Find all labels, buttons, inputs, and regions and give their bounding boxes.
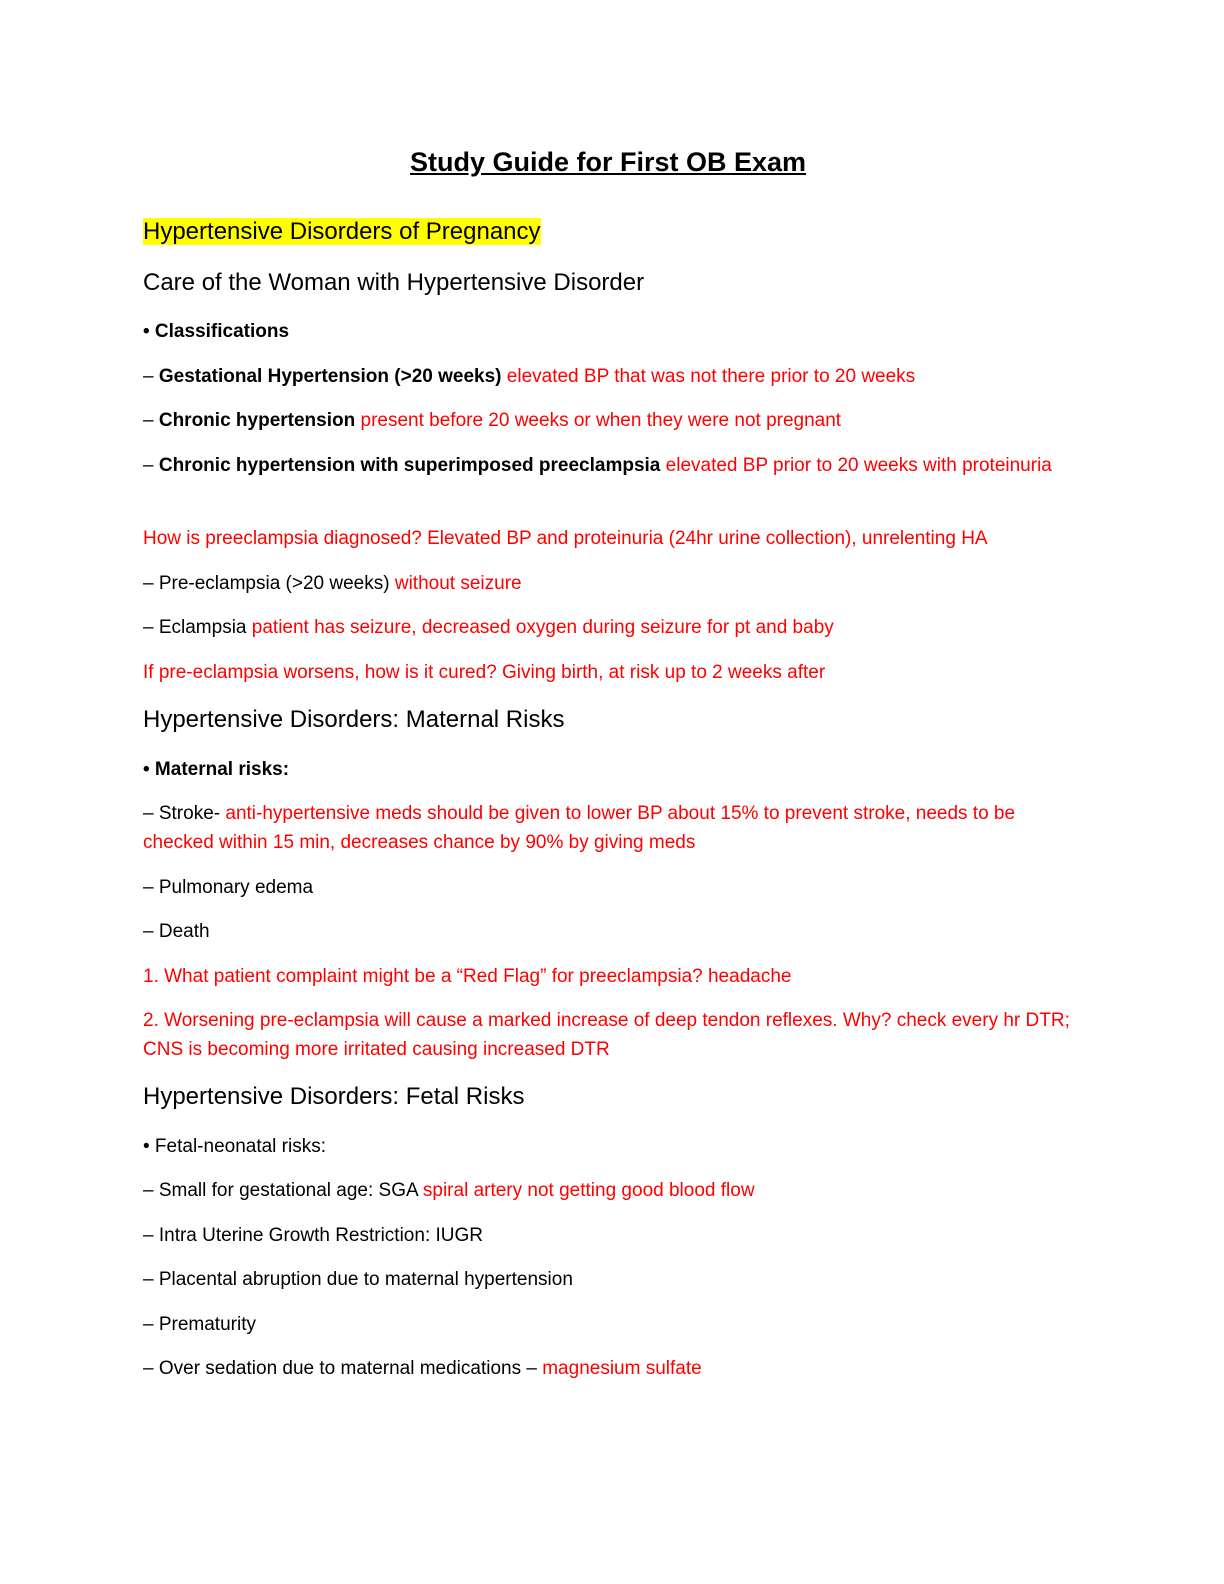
- item-term: Chronic hypertension: [158, 410, 356, 431]
- section-heading-fetal: Hypertensive Disorders: Fetal Risks: [143, 1083, 525, 1110]
- item-text: – Over sedation due to maternal medicati…: [143, 1358, 537, 1379]
- fetal-risks-label: • Fetal-neonatal risks:: [143, 1136, 327, 1157]
- item-note: elevated BP prior to 20 weeks with prote…: [660, 455, 1052, 476]
- item-prefix: –: [143, 366, 159, 387]
- section-heading-care: Care of the Woman with Hypertensive Diso…: [143, 269, 645, 296]
- item-note: present before 20 weeks or when they wer…: [355, 410, 842, 431]
- item-text: – Eclampsia: [143, 617, 247, 638]
- maternal-risks-label: • Maternal risks:: [143, 759, 290, 780]
- fetal-risk-abruption: – Placental abruption due to maternal hy…: [143, 1269, 573, 1290]
- fetal-risk-sga: – Small for gestational age: SGA spiral …: [143, 1176, 1073, 1205]
- classification-item-gestational: – Gestational Hypertension (>20 weeks) e…: [143, 362, 1073, 391]
- question-red-flag: 1. What patient complaint might be a “Re…: [143, 966, 792, 987]
- item-prefix: –: [143, 455, 159, 476]
- item-note: magnesium sulfate: [536, 1358, 702, 1379]
- item-prefix: –: [143, 410, 159, 431]
- main-heading-highlight: Hypertensive Disorders of Pregnancy: [143, 218, 541, 245]
- fetal-risk-iugr: – Intra Uterine Growth Restriction: IUGR: [143, 1225, 483, 1246]
- maternal-risk-edema: – Pulmonary edema: [143, 877, 314, 898]
- item-eclampsia: – Eclampsia patient has seizure, decreas…: [143, 613, 1073, 642]
- item-note: spiral artery not getting good blood flo…: [417, 1180, 755, 1201]
- item-text: – Stroke-: [143, 803, 221, 824]
- question-cure: If pre-eclampsia worsens, how is it cure…: [143, 662, 826, 683]
- main-heading: Hypertensive Disorders of Pregnancy: [143, 216, 1073, 248]
- item-term: Gestational Hypertension (>20 weeks): [158, 366, 502, 387]
- question-dtr: 2. Worsening pre-eclampsia will cause a …: [143, 1010, 1070, 1060]
- item-term: Chronic hypertension with superimposed p…: [158, 455, 661, 476]
- maternal-risk-stroke: – Stroke- anti-hypertensive meds should …: [143, 799, 1073, 857]
- classification-item-superimposed: – Chronic hypertension with superimposed…: [143, 451, 1073, 480]
- document-title: Study Guide for First OB Exam: [409, 147, 807, 177]
- fetal-risk-prematurity: – Prematurity: [143, 1314, 256, 1335]
- classifications-label: • Classifications: [143, 321, 290, 342]
- item-note: anti-hypertensive meds should be given t…: [143, 803, 1016, 853]
- section-heading-maternal: Hypertensive Disorders: Maternal Risks: [143, 706, 565, 733]
- item-note: without seizure: [389, 573, 522, 594]
- classification-item-chronic: – Chronic hypertension present before 20…: [143, 406, 1073, 435]
- item-note: patient has seizure, decreased oxygen du…: [246, 617, 834, 638]
- maternal-risk-death: – Death: [143, 921, 210, 942]
- question-diagnosis: How is preeclampsia diagnosed? Elevated …: [143, 528, 988, 549]
- item-note: elevated BP that was not there prior to …: [501, 366, 916, 387]
- item-text: – Small for gestational age: SGA: [143, 1180, 418, 1201]
- fetal-risk-sedation: – Over sedation due to maternal medicati…: [143, 1354, 1073, 1383]
- item-preeclampsia: – Pre-eclampsia (>20 weeks) without seiz…: [143, 569, 1073, 598]
- item-text: – Pre-eclampsia (>20 weeks): [143, 573, 390, 594]
